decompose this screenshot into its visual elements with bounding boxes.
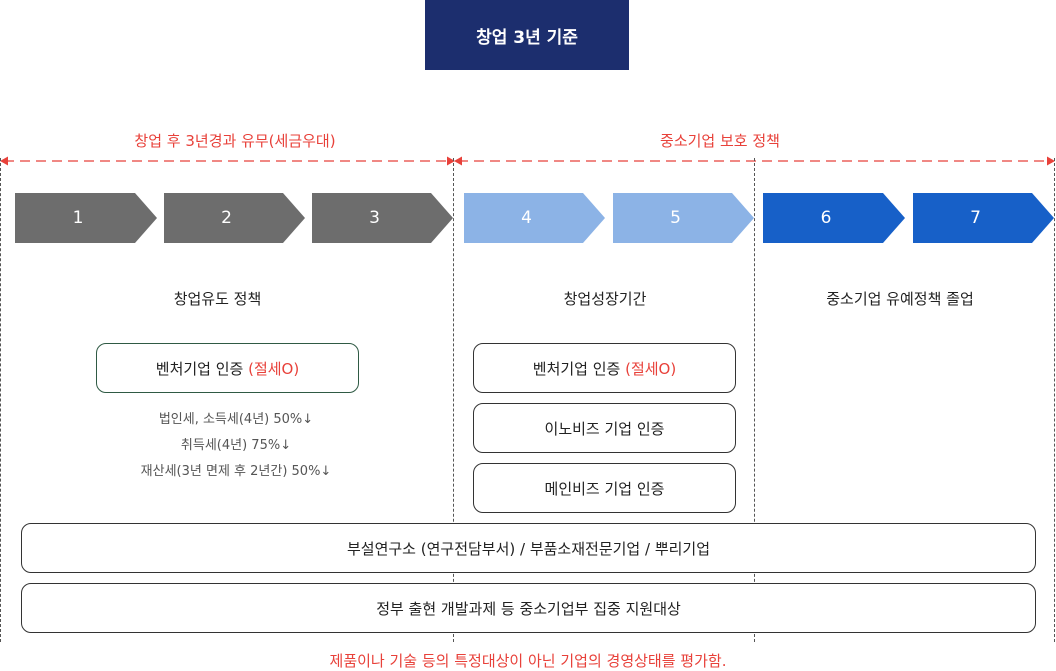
step-6-label: 6 xyxy=(820,208,832,228)
step-5-chevron: 5 xyxy=(613,193,754,243)
tax-line-property: 재산세(3년 면제 후 2년간) 50%↓ xyxy=(140,464,332,479)
divider-right xyxy=(1054,158,1055,642)
venture-cert-box-growth: 벤처기업 인증 (절세O) xyxy=(473,343,736,393)
tax-line-acquisition: 취득세(4년) 75%↓ xyxy=(180,438,292,453)
tax-saving-label: (절세O) xyxy=(625,359,677,378)
venture-cert-label: 벤처기업 인증 xyxy=(532,359,626,378)
range-arrow-tax xyxy=(0,156,455,166)
section-label-startup-policy: 창업유도 정책 xyxy=(173,290,262,308)
range-arrows xyxy=(0,156,1055,166)
mainbiz-cert-box: 메인비즈 기업 인증 xyxy=(473,463,736,513)
step-7-chevron: 7 xyxy=(913,193,1054,243)
step-3-label: 3 xyxy=(369,208,380,228)
gov-support-label: 정부 출현 개발과제 등 중소기업부 집중 지원대상 xyxy=(376,599,681,618)
venture-cert-box-startup: 벤처기업 인증 (절세O) xyxy=(96,343,359,393)
step-5-label: 5 xyxy=(670,208,681,228)
step-2-label: 2 xyxy=(221,208,232,228)
divider-phase-2-3 xyxy=(754,158,755,642)
range-label-tax: 창업 후 3년경과 유무(세금우대) xyxy=(134,132,336,150)
step-1-label: 1 xyxy=(72,208,84,228)
innobiz-cert-box: 이노비즈 기업 인증 xyxy=(473,403,736,453)
gov-support-bar: 정부 출현 개발과제 등 중소기업부 집중 지원대상 xyxy=(21,583,1036,633)
page-title: 창업 3년 기준 xyxy=(425,0,629,70)
step-4-label: 4 xyxy=(521,208,532,228)
section-label-growth-period: 창업성장기간 xyxy=(563,290,647,308)
step-6-chevron: 6 xyxy=(763,193,905,243)
range-label-protection: 중소기업 보호 정책 xyxy=(660,132,780,150)
research-lab-label: 부설연구소 (연구전담부서) / 부품소재전문기업 / 뿌리기업 xyxy=(346,539,711,558)
venture-cert-label: 벤처기업 인증 xyxy=(155,359,249,378)
step-4-chevron: 4 xyxy=(464,193,605,243)
step-1-chevron: 1 xyxy=(15,193,157,243)
step-3-chevron: 3 xyxy=(312,193,453,243)
tax-saving-label: (절세O) xyxy=(248,359,300,378)
mainbiz-cert-label: 메인비즈 기업 인증 xyxy=(544,479,665,498)
step-7-label: 7 xyxy=(970,208,981,228)
footer-note: 제품이나 기술 등의 특정대상이 아닌 기업의 경영상태를 평가함. xyxy=(329,652,727,670)
divider-left xyxy=(0,158,1,642)
tax-benefits-list: 법인세, 소득세(4년) 50%↓ 취득세(4년) 75%↓ 재산세(3년 면제… xyxy=(96,407,376,485)
section-label-graduation: 중소기업 유예정책 졸업 xyxy=(826,290,974,308)
tax-line-corporate: 법인세, 소득세(4년) 50%↓ xyxy=(158,412,314,427)
step-2-chevron: 2 xyxy=(164,193,305,243)
research-lab-bar: 부설연구소 (연구전담부서) / 부품소재전문기업 / 뿌리기업 xyxy=(21,523,1036,573)
innobiz-cert-label: 이노비즈 기업 인증 xyxy=(544,419,665,438)
divider-phase-1-2 xyxy=(453,158,454,642)
